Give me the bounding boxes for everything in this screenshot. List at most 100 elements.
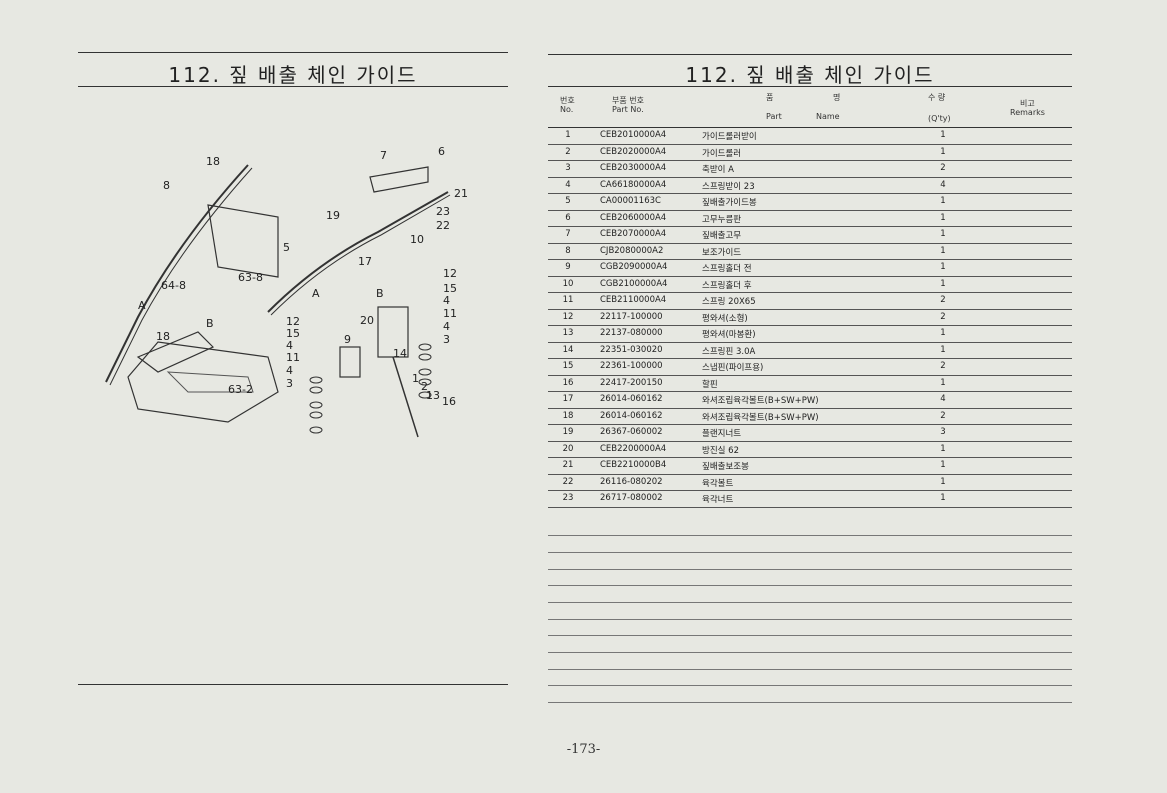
callout: 8 xyxy=(163,179,170,192)
callout: 6 xyxy=(438,147,445,158)
title-rule xyxy=(78,86,508,87)
callout: B xyxy=(206,317,214,330)
callout: 12 xyxy=(286,315,300,328)
header-name-en1: Part xyxy=(766,112,782,121)
callout: 20 xyxy=(360,314,374,327)
guide-rail-right xyxy=(267,191,449,313)
callout: 4 xyxy=(443,320,450,333)
table-gap xyxy=(548,508,1072,520)
right-page-title: 112. 짚 배출 체인 가이드 xyxy=(685,63,935,87)
exploded-parts-diagram: 18 8 7 6 21 23 22 19 10 5 17 63-8 64-8 1… xyxy=(78,145,508,467)
base-tray-63-2 xyxy=(127,341,279,423)
callout: 7 xyxy=(380,149,387,162)
callout: 23 xyxy=(436,205,450,218)
empty-row xyxy=(548,620,1072,637)
header-name-en2: Name xyxy=(816,112,840,121)
header-part-kr: 부품 번호 xyxy=(612,96,644,105)
callout: 11 xyxy=(443,307,457,320)
guide-rail-left-edge xyxy=(109,167,253,386)
callout: 64-8 xyxy=(161,279,186,292)
callout: 3 xyxy=(286,377,293,390)
table-header: 번호 No. 부품 번호 Part No. 품 명 Part Name 수 량 … xyxy=(548,90,1072,128)
empty-row xyxy=(548,636,1072,653)
callout: 4 xyxy=(286,364,293,377)
header-rule xyxy=(548,127,1072,128)
callout: 3 xyxy=(443,333,450,346)
header-name-kr1: 품 xyxy=(766,93,774,102)
callout: 4 xyxy=(443,294,450,307)
right-page: 112. 짚 배출 체인 가이드 번호 No. 부품 번호 Part No. 품… xyxy=(548,52,1072,704)
empty-row xyxy=(548,553,1072,570)
diagram-svg: 18 8 7 6 21 23 22 19 10 5 17 63-8 64-8 1… xyxy=(105,145,468,438)
callout: 15 xyxy=(443,282,457,295)
roller-bracket xyxy=(339,346,361,378)
guide-rod xyxy=(392,356,419,438)
empty-row xyxy=(548,536,1072,553)
spring-stack-right xyxy=(418,343,432,399)
callout: 1 xyxy=(412,372,419,385)
callout: A xyxy=(138,299,146,312)
callout: 18 xyxy=(156,330,170,343)
header-no-en: No. xyxy=(560,105,574,114)
rubber-7 xyxy=(369,166,429,193)
page-number: -173- xyxy=(566,742,601,757)
bracket-64-8 xyxy=(136,331,215,373)
callout: 2 xyxy=(421,380,428,393)
callout: B xyxy=(376,287,384,300)
callout: 5 xyxy=(283,241,290,254)
spring-stack-left xyxy=(309,376,323,434)
top-rule xyxy=(78,52,508,53)
callout: 63-2 xyxy=(228,383,253,396)
header-qty-kr: 수 량 xyxy=(928,93,946,102)
callout: 17 xyxy=(358,255,372,268)
header-remarks-en: Remarks xyxy=(1010,108,1045,117)
callout: 16 xyxy=(442,395,456,408)
callout: 11 xyxy=(286,351,300,364)
top-rule xyxy=(548,54,1072,55)
callout: 9 xyxy=(344,333,351,346)
header-qty-en: (Q'ty) xyxy=(928,114,951,123)
guide-rail-right-edge xyxy=(270,194,451,316)
empty-row xyxy=(548,670,1072,687)
callout: 63-8 xyxy=(238,271,263,284)
guide-rail-left xyxy=(105,164,249,383)
left-page-title: 112. 짚 배출 체인 가이드 xyxy=(168,63,418,87)
callout: 4 xyxy=(286,339,293,352)
empty-row xyxy=(548,586,1072,603)
left-page: 112. 짚 배출 체인 가이드 xyxy=(78,52,508,687)
header-part-en: Part No. xyxy=(612,105,644,114)
callout: 14 xyxy=(393,347,407,360)
empty-row xyxy=(548,686,1072,704)
callout: 10 xyxy=(410,233,424,246)
callout: 21 xyxy=(454,187,468,200)
callout: A xyxy=(312,287,320,300)
header-no-kr: 번호 xyxy=(560,96,575,105)
callout: 15 xyxy=(286,327,300,340)
plate-63-8 xyxy=(207,204,279,278)
callout: 13 xyxy=(426,389,440,402)
header-remarks-kr: 비고 xyxy=(1020,99,1035,108)
empty-row xyxy=(548,520,1072,537)
